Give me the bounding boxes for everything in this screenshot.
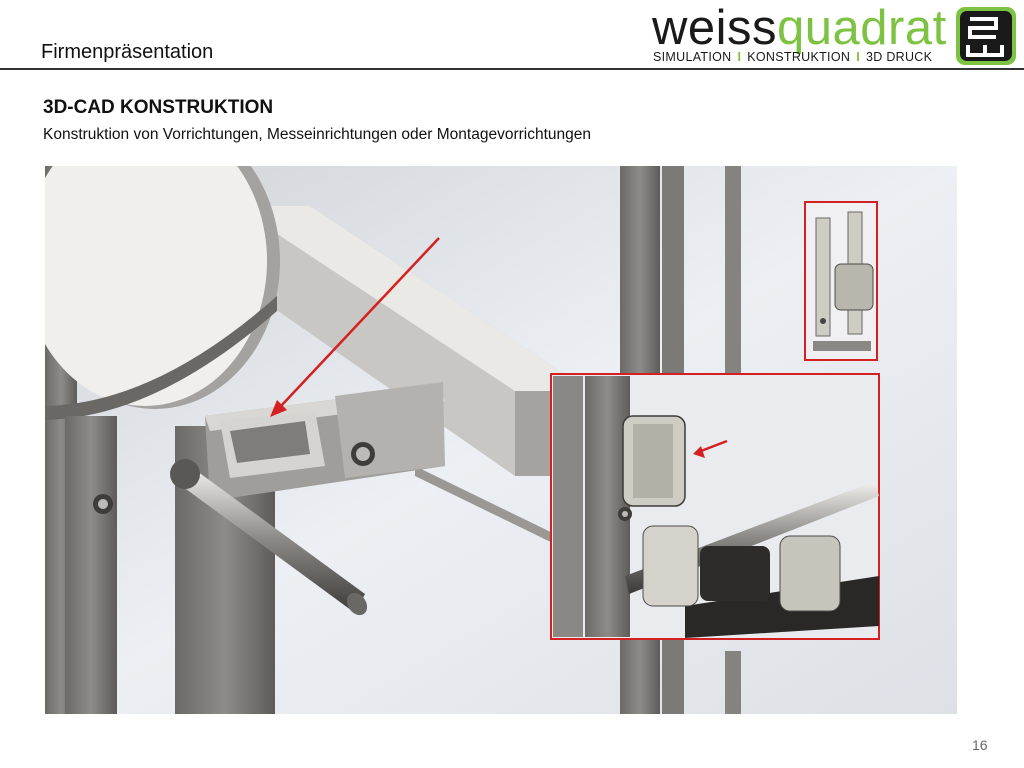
tagline-separator: I [856,50,860,64]
tagline-item-simulation: SIMULATION [653,50,732,64]
tagline-item-konstruktion: KONSTRUKTION [747,50,851,64]
section-subheading: Konstruktion von Vorrichtungen, Messeinr… [43,126,591,143]
brand-logo-wordmark: weissquadrat [652,0,947,56]
tagline-item-3d-druck: 3D DRUCK [865,50,933,64]
logo-word-dark: weiss [652,1,778,55]
tagline-separator: I [737,50,742,64]
page-number: 16 [972,737,988,753]
cad-rendering-image [45,166,957,714]
section-heading: 3D-CAD KONSTRUKTION [43,97,274,118]
logo-word-green: quadrat [777,1,947,55]
page-title: Firmenpräsentation [41,41,214,63]
header-rule [0,68,1024,70]
logo-mark-icon [956,7,1016,65]
logo-tagline: SIMULATION I KONSTRUKTION I 3D DRUCK [653,50,932,64]
